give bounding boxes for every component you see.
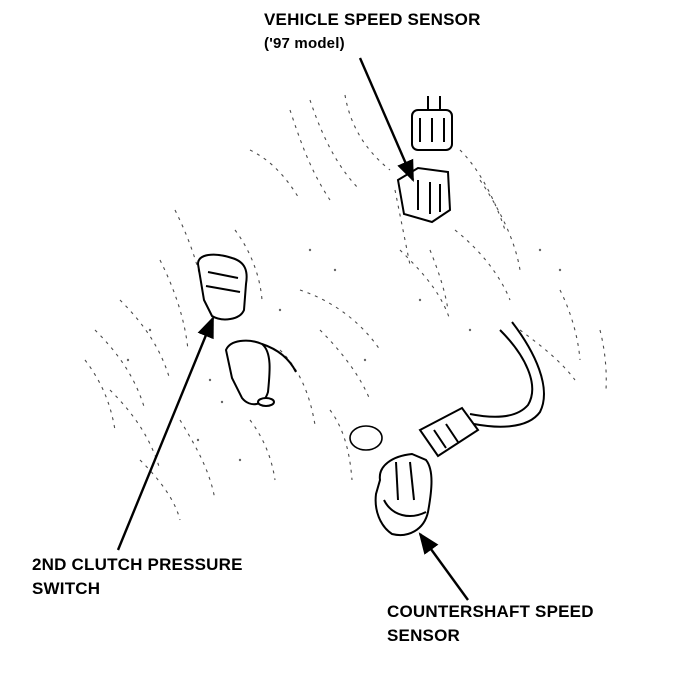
engine-background-sketch: [84, 94, 607, 521]
countershaft-speed-sensor-part: [374, 452, 433, 536]
countershaft-speed-sensor-label: COUNTERSHAFT SPEED SENSOR: [387, 600, 594, 648]
clutch-switch-leader-arrow: [116, 316, 215, 551]
vehicle-speed-sensor-label-line1: VEHICLE SPEED SENSOR: [264, 10, 481, 29]
mounting-boss: [349, 425, 383, 451]
css-leader-arrow: [418, 532, 469, 601]
clutch-pressure-switch-part: [196, 253, 248, 321]
vehicle-speed-sensor-connector: [411, 96, 453, 151]
countershaft-sensor-wiring: [469, 321, 545, 428]
leader-arrows: [116, 57, 469, 601]
vss-leader-arrow: [358, 57, 415, 182]
clutch-switch-hose: [224, 339, 297, 407]
vehicle-speed-sensor: [396, 166, 452, 224]
vehicle-speed-sensor-label: VEHICLE SPEED SENSOR ('97 model): [264, 8, 481, 56]
clutch-pressure-switch-label-line2: SWITCH: [32, 579, 101, 598]
countershaft-speed-sensor-label-line2: SENSOR: [387, 626, 460, 645]
vehicle-speed-sensor-label-line2: ('97 model): [264, 35, 345, 52]
shading-dots: [126, 248, 562, 462]
clutch-pressure-switch-label-line1: 2ND CLUTCH PRESSURE: [32, 555, 243, 574]
countershaft-sensor-connector: [418, 406, 480, 458]
clutch-pressure-switch-label: 2ND CLUTCH PRESSURE SWITCH: [32, 553, 243, 601]
countershaft-speed-sensor-label-line1: COUNTERSHAFT SPEED: [387, 602, 594, 621]
